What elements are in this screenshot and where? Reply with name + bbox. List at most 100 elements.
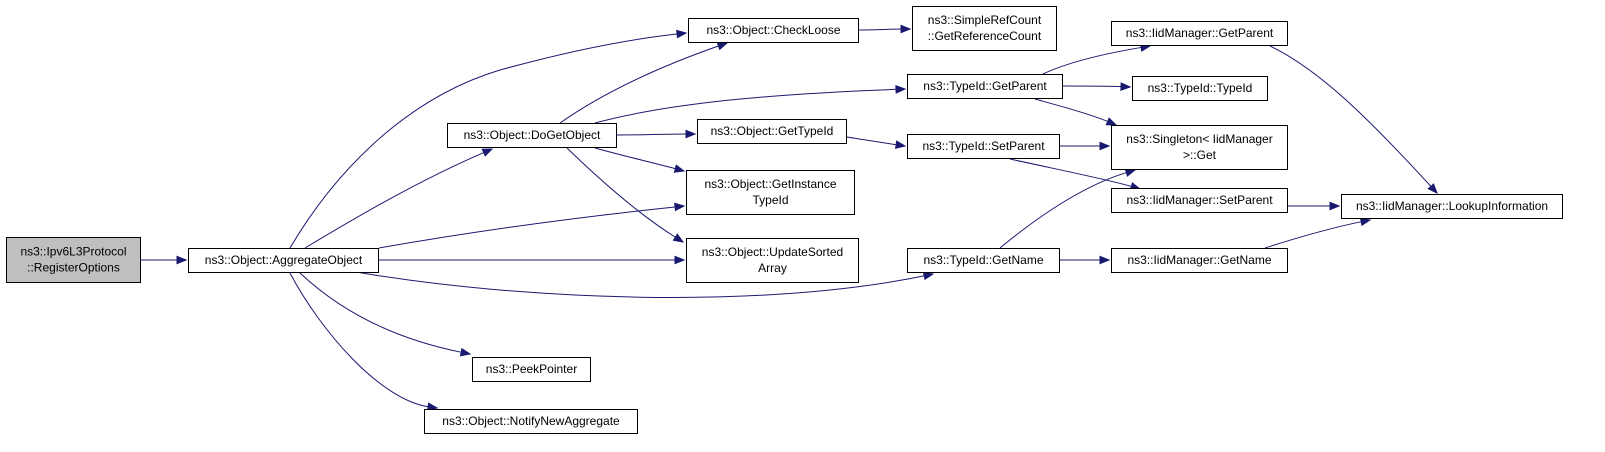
- edge-n10-to-n12: [846, 136, 907, 149]
- arrowhead-icon: [900, 24, 912, 34]
- node-n17[interactable]: ns3::IidManager::LookupInformation: [1341, 194, 1563, 219]
- node-box[interactable]: [1111, 188, 1288, 213]
- node-label: ns3::SimpleRefCount: [928, 13, 1042, 27]
- arrowhead-icon: [1099, 141, 1111, 151]
- arrowhead-icon: [1105, 117, 1118, 126]
- node-label: ::RegisterOptions: [27, 261, 120, 275]
- arrowhead-icon: [674, 202, 686, 212]
- node-label: TypeId: [752, 193, 788, 207]
- edge-n16-to-n17: [1288, 201, 1341, 211]
- edge-line: [304, 151, 485, 249]
- edge-line: [1034, 98, 1109, 123]
- edges-layer: [141, 24, 1438, 411]
- edge-n13-to-n17: [1269, 45, 1438, 194]
- node-box[interactable]: [424, 409, 638, 434]
- node-label: ns3::IidManager::GetParent: [1126, 26, 1274, 40]
- node-box[interactable]: [188, 248, 379, 273]
- node-n13[interactable]: ns3::IidManager::GetParent: [1111, 21, 1288, 46]
- edge-line: [594, 147, 677, 170]
- edge-line: [378, 206, 677, 249]
- edge-n0-to-n1: [141, 255, 188, 265]
- node-box[interactable]: [1341, 194, 1563, 219]
- node-box[interactable]: [907, 74, 1063, 99]
- node-box[interactable]: [472, 357, 591, 382]
- arrowhead-icon: [1124, 168, 1137, 177]
- node-n12[interactable]: ns3::TypeId::SetParent: [907, 134, 1060, 159]
- node-n10[interactable]: ns3::Object::GetTypeId: [697, 119, 847, 144]
- node-box[interactable]: [686, 238, 859, 283]
- node-label: ns3::TypeId::GetParent: [923, 79, 1047, 93]
- node-label: ns3::Object::DoGetObject: [464, 128, 601, 142]
- node-label: ns3::Object::NotifyNewAggregate: [442, 414, 620, 428]
- edge-line: [1042, 46, 1143, 75]
- arrowhead-icon: [895, 85, 907, 94]
- node-n16[interactable]: ns3::IidManager::SetParent: [1111, 188, 1288, 213]
- node-n9[interactable]: ns3::SimpleRefCount::GetReferenceCount: [912, 6, 1057, 51]
- arrowhead-icon: [176, 255, 188, 265]
- arrowhead-icon: [894, 140, 907, 149]
- node-box[interactable]: [688, 18, 859, 43]
- node-n2[interactable]: ns3::Object::CheckLoose: [688, 18, 859, 43]
- node-box[interactable]: [686, 170, 855, 215]
- edge-n3-to-n2: [559, 42, 729, 124]
- arrowhead-icon: [673, 164, 686, 173]
- node-label: ns3::IidManager::GetName: [1127, 253, 1271, 267]
- edge-n11-to-n14: [1062, 82, 1132, 91]
- arrowhead-icon: [481, 148, 494, 157]
- edge-n1-to-n3: [304, 148, 494, 249]
- node-n7[interactable]: ns3::PeekPointer: [472, 357, 591, 382]
- arrowhead-icon: [1099, 255, 1111, 265]
- edge-line: [1264, 221, 1363, 249]
- node-n8[interactable]: ns3::Object::NotifyNewAggregate: [424, 409, 638, 434]
- node-n0[interactable]: ns3::Ipv6L3Protocol::RegisterOptions: [6, 237, 141, 283]
- edge-n1-to-n4: [378, 202, 686, 249]
- node-box[interactable]: [907, 134, 1060, 159]
- arrowhead-icon: [459, 347, 472, 357]
- node-n3[interactable]: ns3::Object::DoGetObject: [447, 123, 617, 148]
- node-label: ns3::TypeId::TypeId: [1148, 81, 1253, 95]
- arrowhead-icon: [672, 233, 685, 243]
- node-n14[interactable]: ns3::TypeId::TypeId: [1132, 76, 1268, 101]
- node-n18[interactable]: ns3::IidManager::GetName: [1111, 248, 1288, 273]
- node-box[interactable]: [1111, 125, 1288, 170]
- node-box[interactable]: [447, 123, 617, 148]
- node-label: >::Get: [1183, 148, 1217, 162]
- edge-n1-to-n8: [289, 272, 439, 411]
- node-box[interactable]: [1132, 76, 1268, 101]
- arrowhead-icon: [1120, 82, 1132, 91]
- arrowhead-icon: [1427, 183, 1438, 194]
- edge-line: [1062, 85, 1123, 88]
- arrowhead-icon: [676, 29, 688, 39]
- node-box[interactable]: [907, 248, 1060, 273]
- arrowhead-icon: [1329, 201, 1341, 211]
- edge-n6-to-n18: [1060, 255, 1111, 265]
- edge-line: [299, 272, 463, 353]
- edge-n12-to-n15: [1060, 141, 1111, 151]
- node-label: ns3::Singleton< IidManager: [1126, 132, 1272, 146]
- node-box[interactable]: [912, 6, 1057, 51]
- node-n11[interactable]: ns3::TypeId::GetParent: [907, 74, 1063, 99]
- node-box[interactable]: [6, 237, 141, 283]
- node-n6[interactable]: ns3::TypeId::GetName: [907, 248, 1060, 273]
- arrowhead-icon: [716, 42, 729, 51]
- node-label: ns3::TypeId::GetName: [923, 253, 1043, 267]
- node-label: ::GetReferenceCount: [928, 29, 1042, 43]
- node-label: ns3::IidManager::SetParent: [1126, 193, 1273, 207]
- arrowhead-icon: [674, 255, 686, 265]
- edge-n1-to-n6: [355, 271, 935, 298]
- node-label: ns3::Ipv6L3Protocol: [20, 245, 126, 259]
- node-box[interactable]: [1111, 21, 1288, 46]
- node-label: ns3::TypeId::SetParent: [922, 139, 1045, 153]
- node-n1[interactable]: ns3::Object::AggregateObject: [188, 248, 379, 273]
- node-label: ns3::Object::GetInstance: [704, 177, 836, 191]
- node-label: ns3::Object::UpdateSorted: [702, 245, 843, 259]
- edge-n1-to-n5: [379, 255, 686, 265]
- edge-line: [289, 272, 430, 408]
- node-box[interactable]: [697, 119, 847, 144]
- node-n15[interactable]: ns3::Singleton< IidManager >::Get: [1111, 125, 1288, 170]
- node-box[interactable]: [1111, 248, 1288, 273]
- arrowhead-icon: [922, 271, 935, 281]
